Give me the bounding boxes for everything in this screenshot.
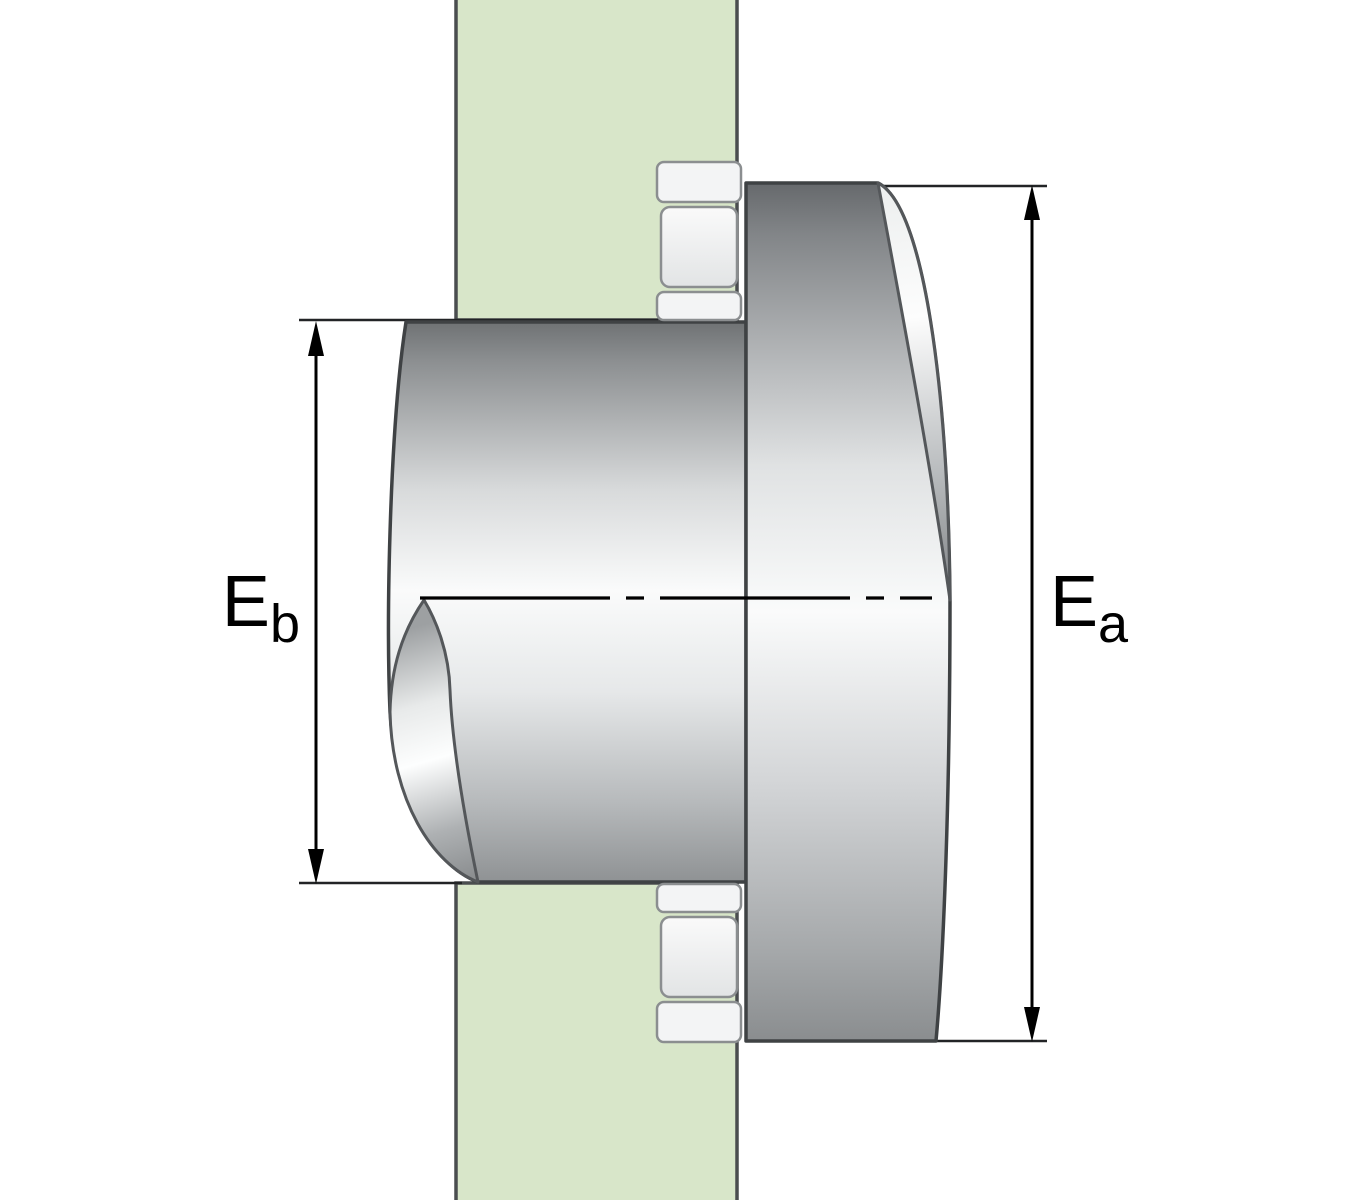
label-Ea-base: E <box>1050 562 1098 642</box>
bearing-washer-bottom-outer <box>655 1000 743 1044</box>
shaft-end-face <box>388 598 480 884</box>
bearing-washer-bottom-inner <box>655 882 743 914</box>
bearing-roller-top <box>659 205 739 289</box>
bearing-roller-bottom <box>659 915 739 999</box>
bearing-washer-top-inner <box>655 290 743 322</box>
housing-washer-end-face <box>876 181 952 602</box>
bearing-washer-top-outer <box>655 160 743 204</box>
label-Eb-base: E <box>222 562 270 642</box>
label-housing-abutment-diameter: Ea <box>1050 562 1129 654</box>
arrowhead-Ea-bottom <box>1024 1007 1040 1042</box>
label-shaft-abutment-diameter: Eb <box>222 562 300 654</box>
arrowhead-Ea-top <box>1024 185 1040 220</box>
arrowhead-Eb-bottom <box>308 849 324 884</box>
label-Ea-subscript: a <box>1098 594 1129 654</box>
arrowhead-Eb-top <box>308 321 324 356</box>
label-Eb-subscript: b <box>270 594 300 654</box>
